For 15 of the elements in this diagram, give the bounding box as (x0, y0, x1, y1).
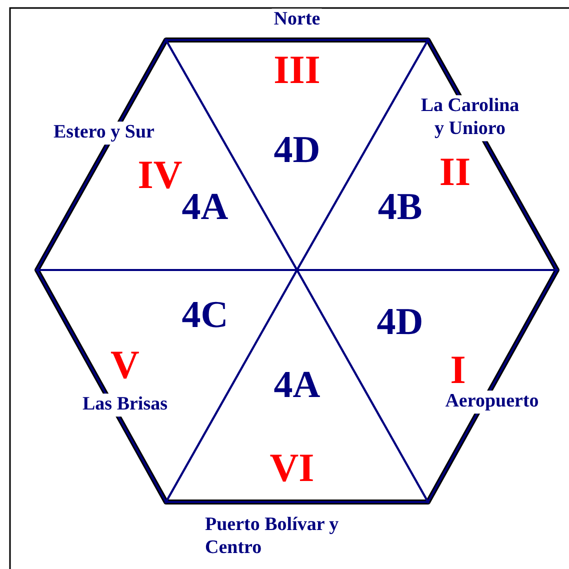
zone-code: 4A (182, 188, 228, 226)
roman-numeral: III (274, 50, 320, 90)
area-name: Aeropuerto (443, 390, 541, 414)
roman-numeral: V (110, 345, 140, 385)
roman-numeral: VI (270, 448, 314, 488)
area-name: Estero y Sur (52, 122, 156, 144)
zone-code: 4D (376, 303, 424, 341)
roman-numeral: IV (138, 155, 182, 195)
roman-numeral: I (450, 350, 466, 390)
roman-numeral: II (439, 152, 471, 192)
zone-code: 4A (274, 366, 320, 404)
area-name: Las Brisas (80, 394, 170, 416)
zone-code: 4C (182, 296, 228, 334)
zone-code: 4D (274, 131, 320, 169)
zone-code: 4B (378, 188, 422, 226)
